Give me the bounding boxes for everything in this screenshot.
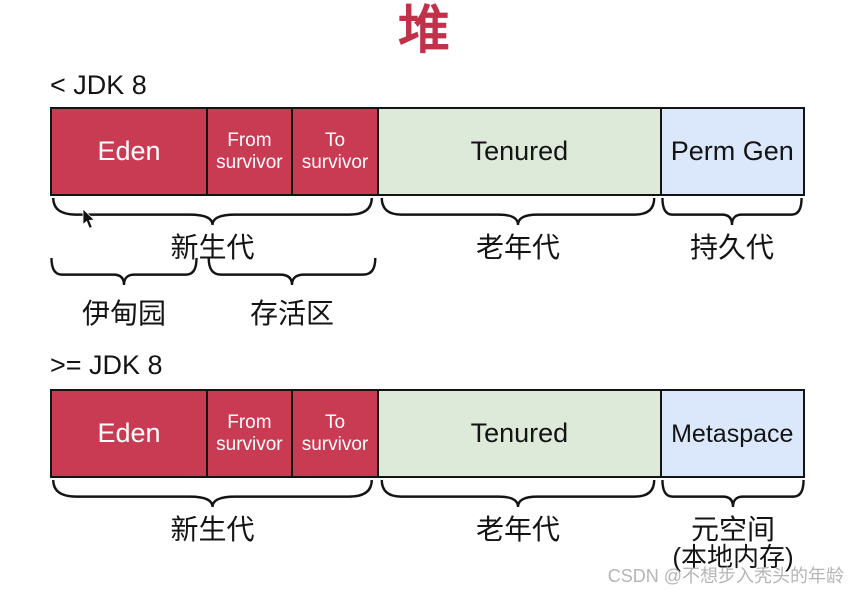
jdk7-brace-perm-gen — [661, 198, 803, 225]
jdk7-segment-from-survivor-label: From survivor — [216, 130, 283, 173]
jdk8-brace-young-gen — [50, 480, 375, 507]
jdk7-label-eden-area: 伊甸园 — [81, 298, 166, 329]
jdk8-segment-metaspace: Metaspace — [659, 391, 803, 476]
jdk8-segment-tenured-label: Tenured — [470, 418, 569, 449]
jdk8-label-old-gen: 老年代 — [475, 514, 560, 545]
jdk8-segment-eden-label: Eden — [97, 418, 161, 449]
jdk8-segment-tenured: Tenured — [377, 391, 660, 476]
jdk8-segment-from-survivor: From survivor — [205, 391, 291, 476]
jdk8-brace-metaspace — [661, 480, 805, 507]
jdk7-label-young-gen: 新生代 — [170, 232, 255, 263]
watermark: CSDN @不想步入秃头的年龄 — [607, 566, 844, 586]
jdk7-brace-survivor-area — [207, 258, 377, 285]
mouse-cursor-icon — [82, 209, 96, 229]
jdk7-brace-eden-area — [50, 258, 198, 285]
jdk8-label-young-gen: 新生代 — [170, 514, 255, 545]
jdk8-heading: >= JDK 8 — [50, 350, 163, 380]
jdk8-label-metaspace-note: (本地内存) — [672, 542, 794, 572]
jdk8-brace-old-gen — [379, 480, 657, 507]
jdk7-segment-from-survivor: From survivor — [205, 109, 291, 194]
jdk8-heap-bar: Eden From survivor To survivor Tenured M… — [50, 389, 805, 478]
jdk7-brace-young-gen — [50, 198, 375, 225]
jdk8-segment-to-survivor: To survivor — [290, 391, 378, 476]
page-title: 堆 — [397, 2, 451, 60]
jdk7-segment-eden: Eden — [52, 109, 206, 194]
jdk8-segment-from-survivor-label: From survivor — [216, 412, 283, 455]
jdk7-segment-to-survivor-label: To survivor — [301, 130, 369, 173]
jdk7-segment-perm-gen: Perm Gen — [659, 109, 803, 194]
jdk7-brace-old-gen — [379, 198, 657, 225]
jdk8-segment-to-survivor-label: To survivor — [301, 412, 369, 455]
jdk7-heap-bar: Eden From survivor To survivor Tenured P… — [50, 107, 805, 196]
jdk7-label-old-gen: 老年代 — [475, 232, 560, 263]
jdk8-segment-eden: Eden — [52, 391, 206, 476]
jdk7-label-perm-gen: 持久代 — [689, 232, 774, 263]
jdk7-segment-tenured: Tenured — [377, 109, 660, 194]
jdk7-label-survivor-area: 存活区 — [249, 298, 334, 329]
jdk7-heading: < JDK 8 — [50, 70, 147, 100]
jdk7-segment-to-survivor: To survivor — [290, 109, 378, 194]
jdk7-segment-perm-gen-label: Perm Gen — [670, 136, 794, 167]
jdk7-segment-tenured-label: Tenured — [470, 136, 569, 167]
jdk8-label-metaspace: 元空间 — [690, 514, 775, 545]
jdk7-segment-eden-label: Eden — [97, 136, 161, 167]
jdk8-segment-metaspace-label: Metaspace — [671, 419, 794, 448]
